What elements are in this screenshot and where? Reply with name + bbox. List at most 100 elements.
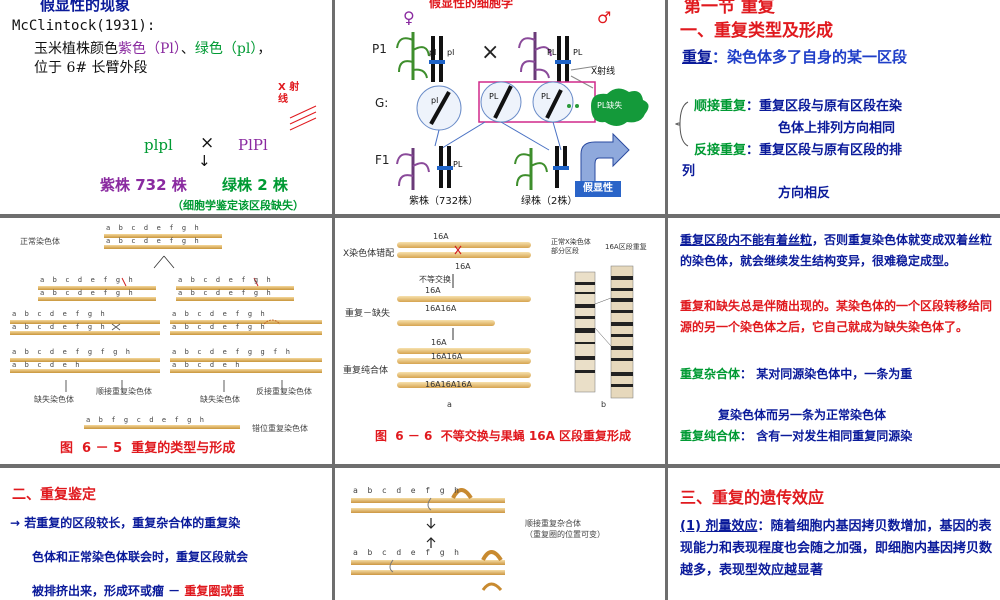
unequal-crossover-label: 不等交换 <box>419 275 451 284</box>
slide-cytology-diagram: 假显性的细胞学 ♀ ♂ P1 G: F1 × <box>335 0 665 214</box>
gamete-label-pl: pl <box>431 96 439 105</box>
xray-label: X射线 <box>591 67 616 77</box>
unequal-crossover-figure <box>397 242 634 399</box>
dup-16a-label: 16A区段重复 <box>605 243 647 251</box>
seq-left-3: a b c d e f g h <box>12 310 105 318</box>
seq-rev: a b c d e f g g f h <box>172 348 291 356</box>
figure-caption: 图 6 － 5 重复的类型与形成 <box>60 441 236 456</box>
line3-red: 重复圈或重 <box>184 584 245 598</box>
tandem-text: ：重复区段与原有区段在染 <box>746 99 903 114</box>
slide-figure-6-6: X染色体错配 16A 16A 不等交换 16A 重复－缺失 16A16A 16A… <box>335 218 665 464</box>
purple-count: 紫株 732 株 <box>100 176 187 194</box>
band-16a-top: 16A <box>433 232 449 241</box>
dosage-term: (1) 剂量效应 <box>680 519 758 534</box>
row-label-p1: P1 <box>372 42 387 56</box>
deletion-label: 缺失染色体 <box>34 395 74 404</box>
chrom-label-PL-1: PL <box>547 48 557 57</box>
homozygote-def: 重复纯合体： 含有一对发生相同重复同源染 <box>680 426 994 447</box>
hom-text: ： 含有一对发生相同重复同源染 <box>740 429 913 443</box>
chrom-label-PL-2: PL <box>573 48 583 57</box>
line3-text: 被排挤出来，形成环或瘤 － <box>32 584 185 598</box>
brace-icon <box>674 101 689 147</box>
loop-figure <box>351 488 505 592</box>
purple-plant-label: 紫株（732株） <box>409 196 479 207</box>
text-line-2: 色体和正常染色体联会时，重复区段就会 <box>32 550 249 564</box>
green-plant-icon <box>396 32 430 80</box>
reverse-term: 反接重复 <box>694 143 747 158</box>
chrom-label-pl-2: pl <box>447 48 455 57</box>
slide-duplication-notes: 重复区段内不能有着丝粒，否则重复染色体就变成双着丝粒的染色体，就会继续发生结构变… <box>668 218 1000 464</box>
reverse-text-2: 列 <box>682 164 696 179</box>
cross-male: PlPl <box>238 136 268 154</box>
seq-left-2: a b c d e f g h <box>40 289 133 297</box>
tandem-duplication: 顺接重复：重复区段与原有区段在染 <box>694 95 902 114</box>
slide-duplication-identification: 二、重复鉴定 → 若重复的区段较长，重复杂合体的重复染 色体和正常染色体联会时，… <box>0 468 332 600</box>
seq-right-2: a b c d e f g h <box>178 289 271 297</box>
pl-deletion-label: PL缺失 <box>597 101 623 110</box>
seq-top-2: a b c d e f g h <box>106 237 199 245</box>
slide-heading: 假显性的现象 <box>40 0 131 14</box>
dup-homozygote-label: 重复纯合体 <box>343 366 389 376</box>
gamete-label-PL-2: PL <box>541 92 551 101</box>
band-16a-lower: 16A <box>431 338 447 347</box>
figure-caption: 图 6 － 6 不等交换与果蝇 16A 区段重复形成 <box>374 429 632 443</box>
het-term: 重复杂合体 <box>680 367 741 381</box>
duplication-definition: 重复：染色体多了自身的某一区段 <box>682 46 907 67</box>
seq-top: a b c d e f g h <box>353 486 459 495</box>
pseudodominance-badge: 假显性 <box>575 181 621 197</box>
author-citation: McClintock(1931): <box>12 18 156 34</box>
slide-figure-6-5: 正常染色体 a b c d e f g h a b c d e f g h a … <box>0 218 332 464</box>
reverse-dup-label: 反接重复染色体 <box>256 387 312 396</box>
section-heading: 二、重复鉴定 <box>12 487 96 503</box>
section-heading: 三、重复的遗传效应 <box>680 488 825 507</box>
green-allele: 绿色（pl） <box>194 41 258 57</box>
tandem-dup-label: 顺接重复染色体 <box>96 387 152 396</box>
cross-symbol: × <box>200 133 215 153</box>
duplication-formation-figure <box>10 234 322 429</box>
heterozygote-def-2: 复染色体而另一条为正常染色体 <box>718 408 887 422</box>
sub-b-label: b <box>601 400 607 409</box>
slide-tandem-loop-figure: a b c d e f g h a b c d e f g h 顺接重复杂合体 … <box>335 468 665 600</box>
heterozygote-def: 重复杂合体： 某对同源染色体中，一条为重 <box>680 364 994 385</box>
seq-left-4: a b c d e f g h <box>12 323 105 331</box>
tandem-text-2: 色体上排列方向相同 <box>778 121 896 136</box>
color-description: 玉米植株颜色紫色（Pl）、绿色（pl）， <box>34 38 271 58</box>
separator: 、 <box>180 41 195 57</box>
x-mispair-label: X染色体错配 <box>343 249 395 259</box>
seq-right-1: a b c d e f g h <box>178 276 271 284</box>
seq-disp: a b f g c d e f g h <box>86 416 205 424</box>
sub-a-label: a <box>447 400 452 409</box>
seq-bottom: a b c d e f g h <box>353 548 459 557</box>
centromere-text: ，否则重复染色体就变成双着丝粒的染色体，就会继续发生结构变异，很难稳定成型。 <box>680 233 993 268</box>
band-16a-bottom: 16A <box>455 262 471 271</box>
row-label-f1: F1 <box>375 153 390 167</box>
cytology-drawing <box>396 32 649 190</box>
location-text: 位于 6# 长臂外段 <box>34 60 148 76</box>
normal-x-label: 正常X染色体 部分区段 <box>551 238 591 255</box>
seq-right-4: a b c d e f g h <box>172 323 265 331</box>
dosage-effect: (1) 剂量效应：随着细胞内基因拷贝数增加，基因的表现能力和表现程度也会随之加强… <box>680 516 996 582</box>
slide-pseudodominance: 假显性的现象 McClintock(1931): 玉米植株颜色紫色（Pl）、绿色… <box>0 0 332 214</box>
chapter-heading: 第一节 重复 <box>684 0 775 17</box>
f1-label-PL: PL <box>453 160 463 169</box>
seq-top: a b c d e f g h <box>106 224 199 232</box>
xray-label: X 射 线 <box>278 82 300 105</box>
band-16a16a-lower: 16A16A <box>431 352 463 361</box>
text-prefix: 玉米植株颜色 <box>34 41 118 57</box>
cytology-note: （细胞学鉴定该区段缺失） <box>172 199 304 212</box>
purple-plant-icon <box>518 32 552 80</box>
normal-chromosome-label: 正常染色体 <box>20 237 60 246</box>
band-16a16a16a: 16A16A16A <box>425 380 472 389</box>
tandem-term: 顺接重复 <box>694 99 747 114</box>
row-label-g: G: <box>375 96 389 110</box>
def-text: ：染色体多了自身的某一区段 <box>712 48 908 66</box>
dosage-text: ：随着细胞内基因拷贝数增加，基因的表现能力和表现程度也会随之加强，即细胞内基因拷… <box>680 519 993 578</box>
het-text: ： 某对同源染色体中，一条为重 <box>740 367 913 381</box>
deletion-label-2: 缺失染色体 <box>200 395 240 404</box>
green-plant-label: 绿株（2株） <box>521 196 578 207</box>
hom-term: 重复纯合体 <box>680 429 741 443</box>
purple-allele: 紫色（Pl） <box>118 41 181 57</box>
slide-duplication-types: 第一节 重复 一、重复类型及形成 重复：染色体多了自身的某一区段 顺接重复：重复… <box>668 0 1000 214</box>
green-count: 绿株 2 株 <box>222 176 288 194</box>
cross-symbol: × <box>481 40 500 65</box>
